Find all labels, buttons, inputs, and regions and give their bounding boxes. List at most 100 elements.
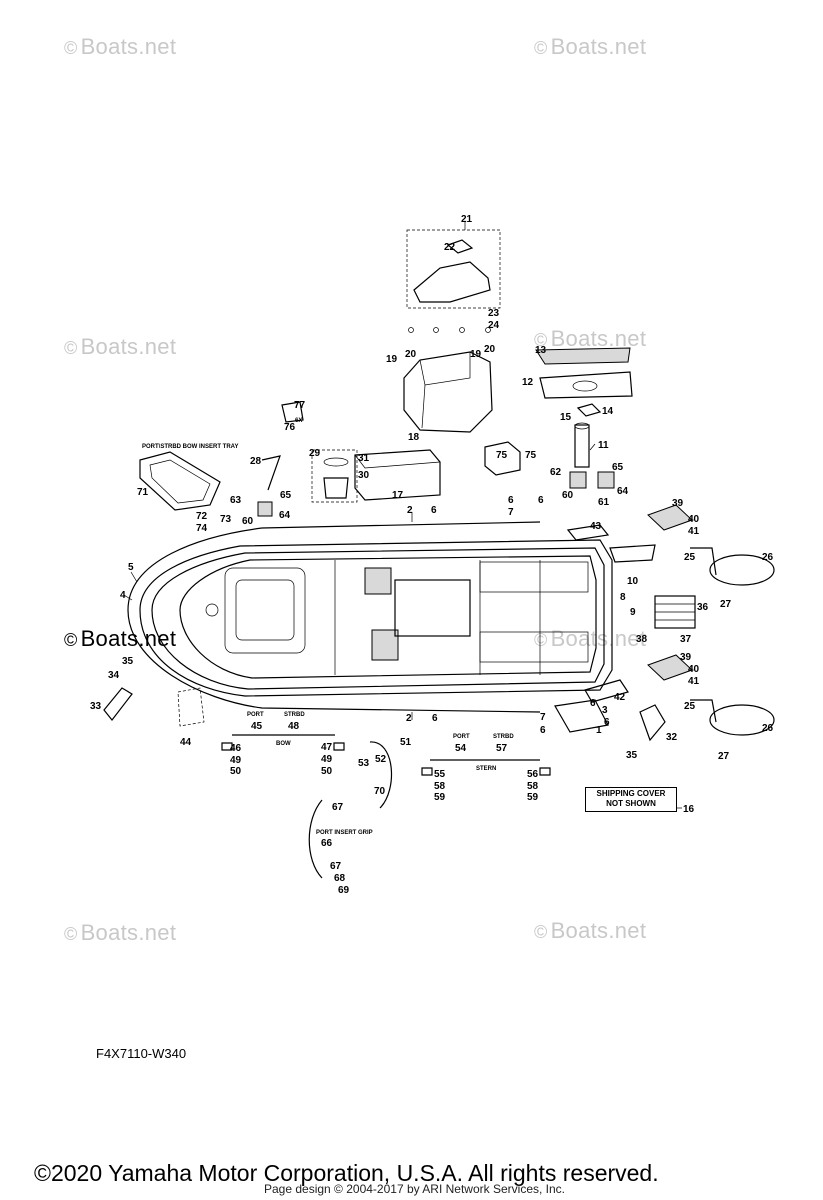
svg-text:55: 55 bbox=[434, 769, 446, 780]
bracket-77 bbox=[281, 401, 304, 423]
svg-text:61: 61 bbox=[598, 497, 610, 508]
bow-rail bbox=[221, 734, 345, 751]
svg-text:3: 3 bbox=[602, 705, 608, 716]
svg-text:49: 49 bbox=[230, 755, 242, 766]
svg-text:STRBD: STRBD bbox=[493, 734, 514, 740]
svg-text:27: 27 bbox=[720, 599, 732, 610]
console-kit-21 bbox=[406, 229, 501, 309]
panel-43 bbox=[566, 524, 610, 541]
svg-text:6X: 6X bbox=[295, 418, 302, 424]
svg-text:2: 2 bbox=[406, 713, 412, 724]
panel-10 bbox=[609, 544, 656, 563]
svg-text:27: 27 bbox=[718, 751, 730, 762]
svg-text:59: 59 bbox=[434, 792, 446, 803]
svg-text:73: 73 bbox=[220, 514, 232, 525]
svg-text:23: 23 bbox=[488, 308, 500, 319]
svg-text:6: 6 bbox=[508, 495, 514, 506]
svg-text:1: 1 bbox=[596, 725, 602, 736]
cleat-32 bbox=[639, 704, 666, 742]
svg-text:37: 37 bbox=[680, 634, 692, 645]
svg-text:64: 64 bbox=[617, 486, 629, 497]
diagram-code: F4X7110-W340 bbox=[96, 1046, 187, 1061]
svg-text:50: 50 bbox=[230, 766, 242, 777]
svg-text:67: 67 bbox=[332, 802, 344, 813]
svg-text:58: 58 bbox=[434, 781, 446, 792]
boat-hull bbox=[127, 521, 613, 713]
svg-text:42: 42 bbox=[614, 692, 626, 703]
svg-text:9: 9 bbox=[630, 607, 636, 618]
svg-text:14: 14 bbox=[602, 406, 614, 417]
seat-26 bbox=[690, 547, 775, 736]
shipping-cover-note: SHIPPING COVER NOT SHOWN bbox=[585, 787, 677, 812]
svg-text:40: 40 bbox=[688, 514, 700, 525]
svg-text:57: 57 bbox=[496, 743, 508, 754]
swim-step-39 bbox=[647, 504, 693, 681]
svg-text:6: 6 bbox=[431, 505, 437, 516]
svg-text:41: 41 bbox=[688, 526, 700, 537]
svg-text:4: 4 bbox=[120, 590, 126, 601]
svg-text:75: 75 bbox=[496, 450, 508, 461]
svg-text:52: 52 bbox=[375, 754, 387, 765]
watermark: ©Boats.net bbox=[64, 34, 177, 59]
svg-text:11: 11 bbox=[598, 440, 609, 451]
svg-text:60: 60 bbox=[242, 516, 254, 527]
watermark: ©Boats.net bbox=[534, 326, 647, 351]
copyright-notice: ©2020 Yamaha Motor Corporation, U.S.A. A… bbox=[34, 1160, 659, 1186]
svg-text:38: 38 bbox=[636, 634, 648, 645]
svg-text:64: 64 bbox=[279, 510, 291, 521]
svg-text:28: 28 bbox=[250, 456, 262, 467]
svg-text:6: 6 bbox=[538, 495, 544, 506]
svg-text:8: 8 bbox=[620, 592, 626, 603]
svg-text:PORT: PORT bbox=[453, 734, 470, 740]
bracket-75 bbox=[484, 441, 521, 476]
svg-text:24: 24 bbox=[488, 320, 500, 331]
svg-text:22: 22 bbox=[444, 242, 456, 253]
svg-text:65: 65 bbox=[280, 490, 292, 501]
svg-text:PORT INSERT GRIP: PORT INSERT GRIP bbox=[316, 830, 373, 836]
svg-text:15: 15 bbox=[560, 412, 572, 423]
bow-insert-tray-71 bbox=[139, 451, 221, 511]
svg-text:60: 60 bbox=[562, 490, 574, 501]
svg-text:STRBD: STRBD bbox=[284, 712, 305, 718]
grip-51 bbox=[369, 741, 393, 809]
svg-text:62: 62 bbox=[550, 467, 562, 478]
svg-text:44: 44 bbox=[180, 737, 192, 748]
svg-text:45: 45 bbox=[251, 721, 263, 732]
svg-text:6: 6 bbox=[604, 717, 610, 728]
svg-text:36: 36 bbox=[697, 602, 709, 613]
svg-text:PORT: PORT bbox=[247, 712, 264, 718]
svg-text:53: 53 bbox=[358, 758, 370, 769]
svg-text:17: 17 bbox=[392, 490, 404, 501]
ladder-36 bbox=[654, 595, 696, 629]
console-18 bbox=[403, 327, 493, 433]
svg-text:19: 19 bbox=[470, 349, 482, 360]
watermark: ©Boats.net bbox=[534, 34, 647, 59]
svg-text:21: 21 bbox=[461, 214, 473, 225]
svg-text:5: 5 bbox=[128, 562, 134, 573]
svg-text:41: 41 bbox=[688, 676, 700, 687]
svg-text:65: 65 bbox=[612, 462, 624, 473]
bracket-44 bbox=[177, 687, 205, 727]
page-design-credit: Page design © 2004-2017 by ARI Network S… bbox=[264, 1182, 566, 1196]
svg-text:2: 2 bbox=[407, 505, 413, 516]
watermark: ©Boats.net bbox=[64, 334, 177, 359]
panel-42 bbox=[584, 679, 629, 703]
svg-text:6: 6 bbox=[540, 725, 546, 736]
svg-text:16: 16 bbox=[683, 804, 695, 815]
svg-text:50: 50 bbox=[321, 766, 333, 777]
svg-text:59: 59 bbox=[527, 792, 539, 803]
svg-text:54: 54 bbox=[455, 743, 467, 754]
leader-lines bbox=[123, 222, 682, 809]
svg-text:74: 74 bbox=[196, 523, 208, 534]
svg-text:10: 10 bbox=[627, 576, 639, 587]
svg-text:7: 7 bbox=[540, 712, 546, 723]
svg-text:47: 47 bbox=[321, 742, 333, 753]
svg-text:7: 7 bbox=[508, 507, 514, 518]
svg-text:31: 31 bbox=[358, 453, 370, 464]
grip-66 bbox=[308, 799, 323, 879]
svg-text:56: 56 bbox=[527, 769, 539, 780]
svg-text:46: 46 bbox=[230, 743, 242, 754]
svg-text:75: 75 bbox=[525, 450, 537, 461]
svg-text:77: 77 bbox=[294, 400, 306, 411]
